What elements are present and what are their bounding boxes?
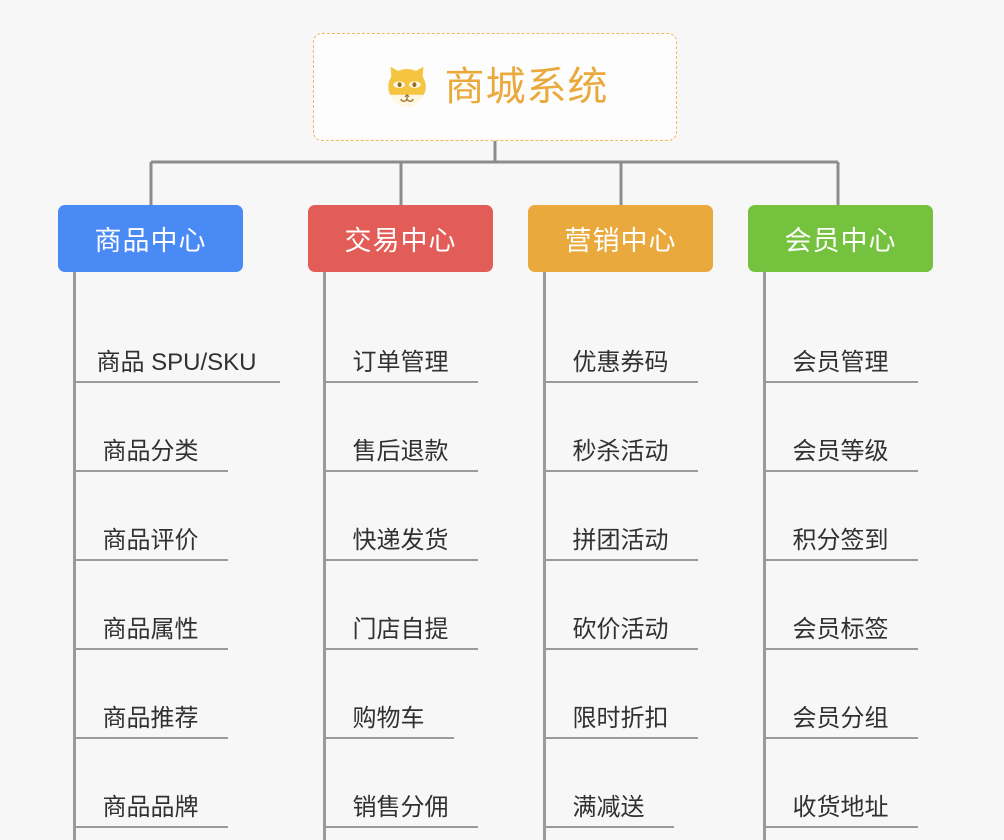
branch-trade-center: 交易中心 订单管理 售后退款 快递发货 门店自提 购物车 销售分佣 <box>0 205 1004 840</box>
branch-marketing-center: 营销中心 优惠券码 秒杀活动 拼团活动 砍价活动 限时折扣 满减送 <box>0 205 1004 840</box>
leaf-item-label: 订单管理 <box>352 348 449 376</box>
leaf-item[interactable]: 商品评价 <box>73 472 228 561</box>
leaf-item[interactable]: 售后退款 <box>323 383 478 472</box>
leaf-item[interactable]: 商品属性 <box>73 561 228 650</box>
branch-header-trade-center[interactable]: 交易中心 <box>308 205 493 272</box>
leaf-item-label: 会员管理 <box>792 348 889 376</box>
leaf-item[interactable]: 商品品牌 <box>73 739 228 828</box>
leaf-item[interactable]: 限时折扣 <box>543 650 698 739</box>
branch-header-label: 会员中心 <box>784 226 897 256</box>
root-node-mall-system[interactable]: 商城系统 <box>313 33 677 141</box>
leaf-item-label: 限时折扣 <box>572 704 669 732</box>
leaf-item-label: 售后退款 <box>352 437 449 465</box>
leaf-item-label: 商品分类 <box>102 437 199 465</box>
leaf-item-label: 购物车 <box>352 704 425 732</box>
leaf-item-label: 商品评价 <box>102 526 199 554</box>
leaf-item-label: 商品推荐 <box>102 704 199 732</box>
branch-header-product-center[interactable]: 商品中心 <box>58 205 243 272</box>
leaf-item[interactable]: 购物车 <box>323 650 454 739</box>
branch-header-label: 营销中心 <box>564 226 677 256</box>
leaf-item-label: 会员标签 <box>792 615 889 643</box>
leaf-item[interactable]: 会员分组 <box>763 650 918 739</box>
leaf-item[interactable]: 秒杀活动 <box>543 383 698 472</box>
leaf-item[interactable]: 门店自提 <box>323 561 478 650</box>
leaf-item[interactable]: 商品分类 <box>73 383 228 472</box>
branch-rail-marketing-center <box>543 272 546 840</box>
leaf-item-label: 商品品牌 <box>102 793 199 821</box>
leaf-item[interactable]: 订单管理 <box>323 294 478 383</box>
leaf-item[interactable]: 快递发货 <box>323 472 478 561</box>
branch-rail-product-center <box>73 272 76 840</box>
leaf-item-label: 门店自提 <box>352 615 449 643</box>
branch-member-center: 会员中心 会员管理 会员等级 积分签到 会员标签 会员分组 收货地址 <box>0 205 1004 840</box>
leaf-item-label: 秒杀活动 <box>572 437 669 465</box>
root-node-title: 商城系统 <box>444 65 609 109</box>
leaf-item-label: 满减送 <box>572 793 645 821</box>
leaf-item[interactable]: 拼团活动 <box>543 472 698 561</box>
leaf-item-label: 会员等级 <box>792 437 889 465</box>
leaf-item-label: 积分签到 <box>792 526 889 554</box>
branch-product-center: 商品中心 商品 SPU/SKU 商品分类 商品评价 商品属性 商品推荐 商品品牌 <box>0 205 1004 840</box>
leaf-item[interactable]: 商品推荐 <box>73 650 228 739</box>
branch-header-member-center[interactable]: 会员中心 <box>748 205 933 272</box>
leaf-item-label: 优惠券码 <box>572 348 669 376</box>
leaf-item[interactable]: 砍价活动 <box>543 561 698 650</box>
leaf-item-label: 销售分佣 <box>352 793 449 821</box>
leaf-item[interactable]: 会员管理 <box>763 294 918 383</box>
leaf-item[interactable]: 收货地址 <box>763 739 918 828</box>
leaf-item[interactable]: 销售分佣 <box>323 739 478 828</box>
leaf-item[interactable]: 优惠券码 <box>543 294 698 383</box>
leaf-item[interactable]: 积分签到 <box>763 472 918 561</box>
shiba-dog-face-icon <box>387 66 426 107</box>
leaf-item-label: 收货地址 <box>792 793 889 821</box>
branch-header-marketing-center[interactable]: 营销中心 <box>528 205 713 272</box>
leaf-item[interactable]: 会员等级 <box>763 383 918 472</box>
branch-header-label: 商品中心 <box>94 226 207 256</box>
leaf-item[interactable]: 会员标签 <box>763 561 918 650</box>
leaf-item-label: 会员分组 <box>792 704 889 732</box>
leaf-item-label: 快递发货 <box>352 526 449 554</box>
leaf-item[interactable]: 商品 SPU/SKU <box>73 294 280 383</box>
leaf-item-label: 拼团活动 <box>572 526 669 554</box>
leaf-item[interactable]: 满减送 <box>543 739 674 828</box>
branch-rail-member-center <box>763 272 766 840</box>
leaf-item-label: 商品属性 <box>102 615 199 643</box>
branch-rail-trade-center <box>323 272 326 840</box>
branch-header-label: 交易中心 <box>344 226 457 256</box>
leaf-item-label: 砍价活动 <box>572 615 669 643</box>
leaf-item-label: 商品 SPU/SKU <box>96 348 257 376</box>
